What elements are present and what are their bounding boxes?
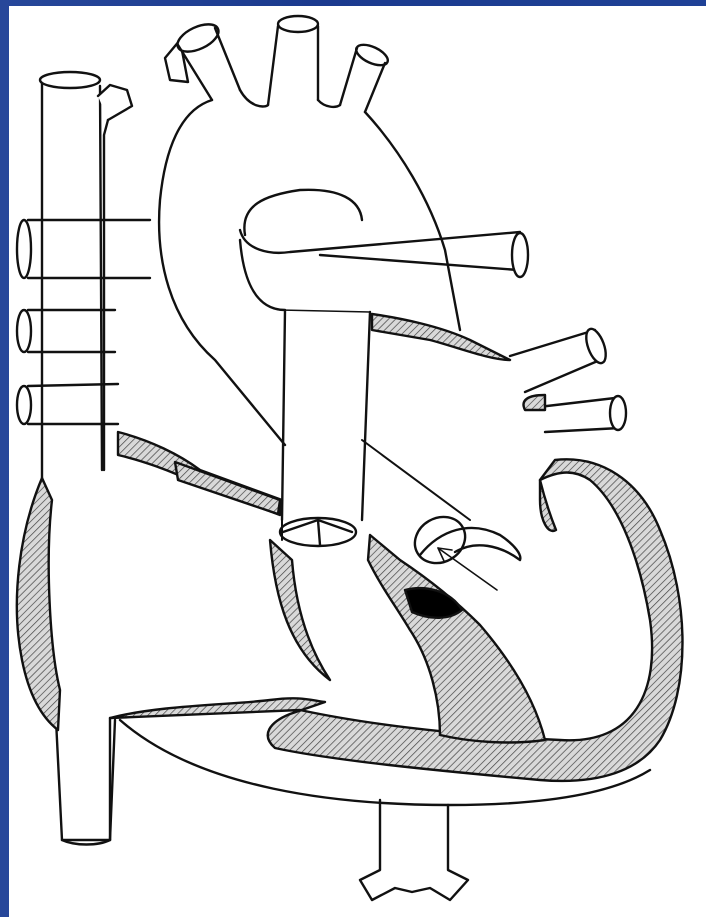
aortic-valve [406,508,520,572]
pulmonary-artery [240,230,528,520]
pulmonary-valve [280,518,356,546]
inferior-vena-cava [55,700,115,845]
interatrial-septum [118,432,282,515]
annotation-arrow [438,548,497,590]
left-pulmonary-veins [510,326,626,432]
descending-aorta [360,800,468,900]
heart-wall-outline [17,459,683,840]
left-atrium-roof [372,314,510,360]
right-pulmonary-veins [17,220,150,424]
aortic-arch [159,16,460,445]
